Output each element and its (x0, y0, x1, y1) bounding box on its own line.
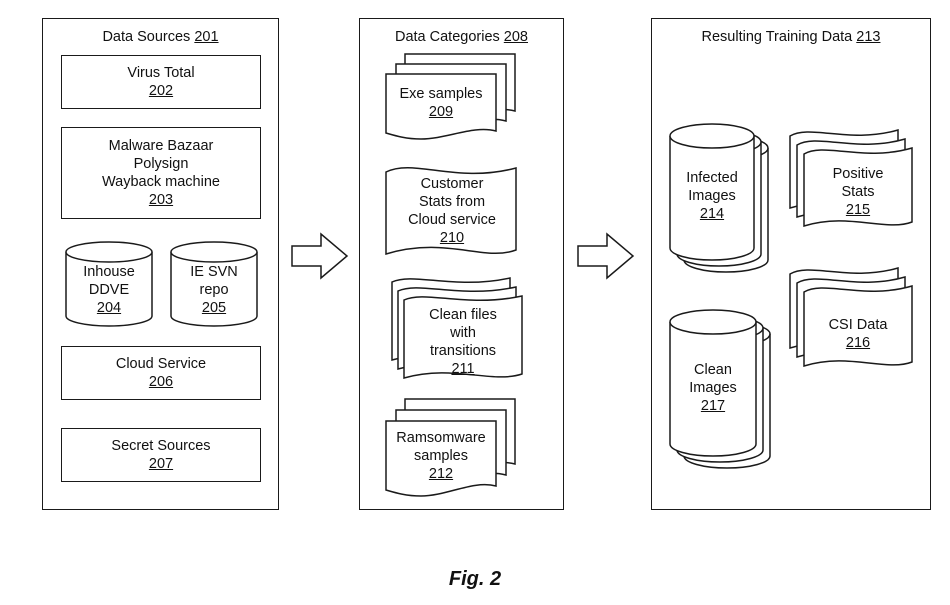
positive-stats-text: Positive Stats 215 (832, 166, 884, 218)
secret-sources-box: Secret Sources 207 (61, 428, 261, 482)
arrow-right-icon (577, 232, 635, 280)
infected-images-text: Infected Images 214 (686, 170, 738, 222)
polysign-label: Polysign (133, 156, 189, 172)
clean-images-database-stack (668, 310, 776, 472)
positive-stats-tapes (788, 126, 918, 238)
figure-caption: Fig. 2 (448, 568, 502, 590)
secret-sources-ref: 207 (148, 456, 174, 472)
ransomware-samples-text: Ramsomware samples 212 (396, 430, 486, 482)
ie-svn-repo-text: IE SVN repo 205 (190, 264, 238, 316)
training-data-title: Resulting Training Data 213 (701, 29, 881, 45)
inhouse-ddve-database (64, 240, 154, 328)
clean-images-text: Clean Images 217 (689, 362, 737, 414)
virus-total-ref: 202 (148, 83, 174, 99)
cloud-service-label: Cloud Service (115, 356, 207, 372)
malware-sources-box: Malware Bazaar Polysign Wayback machine … (61, 127, 261, 219)
secret-sources-label: Secret Sources (111, 438, 211, 454)
ransomware-samples-documents (384, 398, 519, 502)
exe-samples-text: Exe samples 209 (399, 86, 483, 120)
infected-images-database-stack (668, 124, 774, 276)
data-categories-title: Data Categories 208 (394, 29, 528, 45)
csi-data-tapes (788, 264, 918, 380)
cloud-service-ref: 206 (148, 374, 174, 390)
customer-stats-tape (384, 164, 520, 258)
virus-total-box: Virus Total 202 (61, 55, 261, 109)
arrow-right-icon (291, 232, 349, 280)
data-sources-title: Data Sources 201 (102, 29, 219, 45)
ie-svn-repo-database (169, 240, 259, 328)
clean-files-text: Clean files with transitions 211 (429, 307, 497, 377)
customer-stats-text: Customer Stats from Cloud service 210 (408, 176, 496, 246)
clean-files-tapes (384, 274, 526, 390)
malware-bazaar-label: Malware Bazaar (108, 138, 214, 154)
exe-samples-documents (384, 53, 519, 148)
malware-sources-ref: 203 (148, 192, 174, 208)
virus-total-label: Virus Total (127, 65, 195, 81)
cloud-service-box: Cloud Service 206 (61, 346, 261, 400)
wayback-machine-label: Wayback machine (102, 174, 220, 190)
inhouse-ddve-text: Inhouse DDVE 204 (83, 264, 135, 316)
csi-data-text: CSI Data 216 (828, 317, 888, 351)
